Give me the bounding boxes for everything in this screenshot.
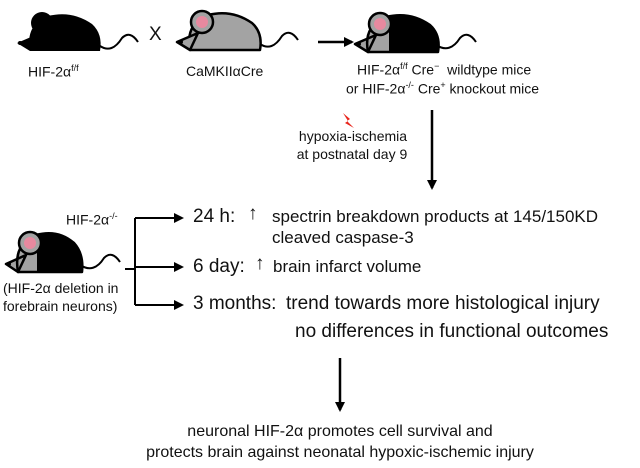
insult-line-2: at postnatal day 9 (296, 146, 408, 162)
label-mouse-black: HIF-2αf/f (28, 63, 79, 80)
offspring-line-1: HIF-2αf/f Cre− wildtype mice (357, 61, 532, 78)
insult-line-1: hypoxia-ischemia (298, 128, 408, 144)
outcome-6day-line-1: brain infarct volume (273, 257, 422, 276)
knockout-note-1: (HIF-2α deletion in (3, 280, 119, 296)
mouse-knockout-icon (4, 230, 121, 274)
outcome-24h-time: 24 h: (193, 206, 236, 227)
outcome-6day-up-icon: ↑ (255, 253, 265, 274)
conclusion-line-2: protects brain against neonatal hypoxic-… (146, 444, 534, 461)
cross-symbol: X (149, 24, 162, 45)
outcome-3month-line-1: trend towards more histological injury (286, 293, 600, 314)
outcome-6day-time: 6 day: (193, 256, 245, 277)
label-mouse-grey: CaMKIIαCre (186, 63, 264, 79)
lightning-icon (343, 113, 354, 128)
branch-bracket (125, 213, 184, 310)
mouse-offspring-icon (353, 11, 477, 54)
offspring-line-2: or HIF-2α-/- Cre+ knockout mice (346, 80, 540, 97)
conclusion-line-1: neuronal HIF-2α promotes cell survival a… (187, 423, 493, 440)
outcome-3month-time: 3 months: (193, 293, 277, 314)
outcome-24h-line-2: cleaved caspase-3 (272, 228, 414, 247)
knockout-label: HIF-2α-/- (66, 211, 118, 228)
knockout-note-2: forebrain neurons) (3, 298, 118, 314)
outcome-3month-line-2: no differences in functional outcomes (295, 321, 609, 342)
outcome-24h-line-1: spectrin breakdown products at 145/150KD (272, 207, 599, 226)
outcome-24h-up-icon: ↑ (248, 203, 258, 224)
mouse-grey-icon (175, 9, 299, 52)
mouse-black-icon (17, 12, 139, 51)
